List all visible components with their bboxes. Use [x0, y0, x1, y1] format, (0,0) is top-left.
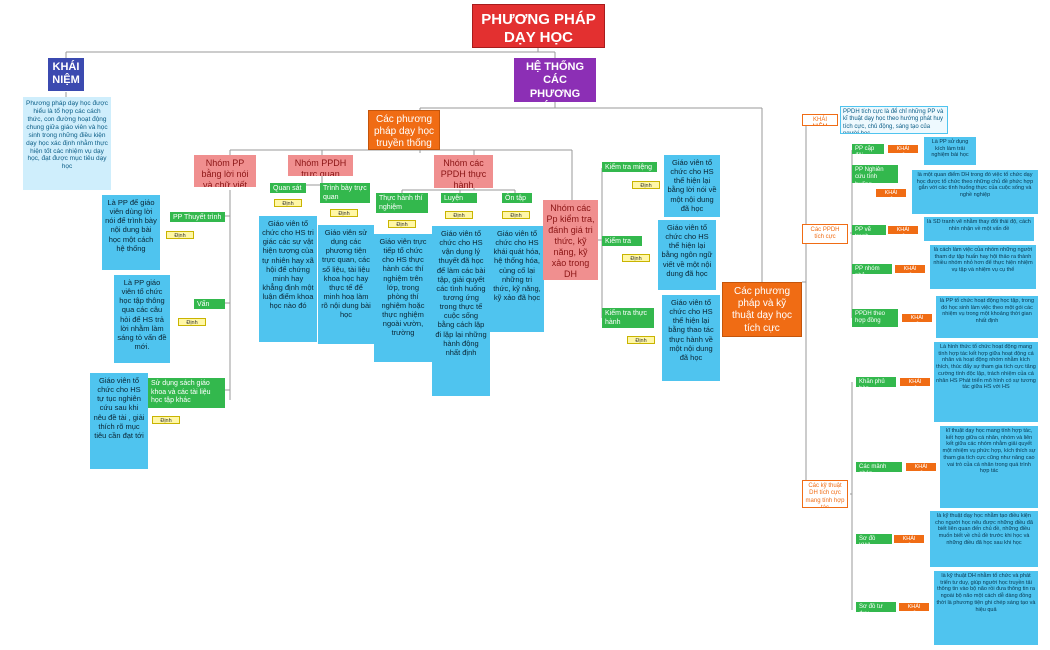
kiem-tra-mieng-text: Giáo viên tổ chức cho HS thể hiện lại bằ… [664, 155, 720, 217]
dinh-nghia-tag: Định nghĩa [445, 211, 473, 219]
khai-niem-text: Phương pháp dạy học được hiểu là tổ hợp … [23, 97, 111, 190]
dinh-nghia-tag: Định nghĩa [502, 211, 530, 219]
luyen-tap-label: Luyện tập [441, 193, 477, 203]
kiem-tra-mieng-label: Kiểm tra miệng [602, 162, 657, 172]
manh-ghep-label: Các mảnh ghép [856, 462, 902, 472]
luyen-tap-text: Giáo viên tổ chức cho HS vận dụng lý thu… [432, 226, 490, 396]
kwl-label: Sơ đồ KWL [856, 534, 892, 544]
khai-niem-tag: KHÁI NIỆM [888, 145, 918, 153]
khai-niem-title: KHÁI NIỆM [48, 58, 84, 91]
kwl-text: là kỹ thuật dạy học nhằm tạo điều kiện c… [930, 511, 1038, 567]
he-thong-title: HỆ THỐNG CÁC PHƯƠNG PHÁP DẠY HỌC [514, 58, 596, 102]
khai-niem-tag: KHÁI NIỆM [888, 226, 918, 234]
kiem-tra-viet-label: Kiểm tra viết [602, 236, 642, 246]
ky-thuat-title: Các kỹ thuật DH tích cực mang tính hợp t… [802, 480, 848, 508]
khai-niem-tag: KHÁI NIỆM [895, 265, 925, 273]
dinh-nghia-tag: Định nghĩa [622, 254, 650, 262]
tich-cuc-title: Các phương pháp và kỹ thuật dạy học tích… [722, 282, 802, 337]
group-kiem-tra-title: Nhóm các Pp kiểm tra, đánh giá tri thức,… [543, 200, 598, 280]
dinh-nghia-tag: Định nghĩa [627, 336, 655, 344]
thi-nghiem-label: Thực hành thí nghiệm [376, 193, 428, 213]
dinh-nghia-tag: Định nghĩa [632, 181, 660, 189]
truyen-thong-title: Các phương pháp dạy học truyền thống [368, 110, 440, 150]
ppdh-tich-cuc-title: Các PPDH tích cực [802, 224, 848, 244]
hop-dong-label: PPDH theo hợp đồng [852, 309, 898, 327]
root-title: PHƯƠNG PHÁP DẠY HỌC [472, 4, 605, 48]
khai-niem-tag: KHÁI NIỆM [899, 603, 929, 611]
tu-duy-label: Sơ đồ tư duy [856, 602, 896, 612]
khai-niem-tag: KHÁI NIỆM [876, 189, 906, 197]
thi-nghiem-text: Giáo viên trực tiếp tổ chức cho HS thực … [374, 234, 432, 362]
cap-doi-label: PP cặp đôi [852, 144, 884, 154]
ve-tranh-text: là SD tranh vẽ nhằm thay đổi thái độ, cá… [924, 217, 1034, 241]
group-thuc-hanh-title: Nhóm các PPDH thực hành [434, 155, 493, 188]
khai-niem-tag: KHÁI NIỆM [894, 535, 924, 543]
group-loi-noi-title: Nhóm PP bằng lời nói và chữ viết [194, 155, 256, 187]
trinh-bay-truc-quan-label: Trình bày trực quan [320, 183, 370, 203]
ve-tranh-label: PP vẽ tranh [852, 225, 886, 235]
quan-sat-label: Quan sát [270, 183, 306, 193]
on-tap-text: Giáo viên tổ chức cho HS khái quát hóa, … [490, 226, 544, 332]
khai-niem-tag: KHÁI NIỆM [900, 378, 930, 386]
group-truc-quan-title: Nhóm PPDH trực quan [288, 155, 353, 176]
thuyet-trinh-label: PP Thuyết trình [170, 212, 225, 222]
dinh-nghia-tag: Định nghĩa [166, 231, 194, 239]
nghien-cuu-label: PP Nghiên cứu tình huống [852, 165, 898, 183]
sach-giao-khoa-label: Sử dụng sách giáo khoa và các tài liệu h… [148, 378, 225, 408]
kiem-tra-thuc-hanh-text: Giáo viên tổ chức cho HS thể hiện lại bằ… [662, 295, 720, 381]
nhom-nho-text: là cách làm việc của nhóm những người th… [930, 245, 1036, 289]
thuyet-trinh-text: Là PP để giáo viên dùng lời nói để trình… [102, 195, 160, 270]
kiem-tra-thuc-hanh-label: Kiểm tra thực hành [602, 308, 654, 328]
dinh-nghia-tag: Định nghĩa [274, 199, 302, 207]
tich-cuc-khai-niem-text: PPDH tích cực là để chỉ những PP và kĩ t… [840, 106, 948, 134]
tu-duy-text: là kỹ thuật DH nhằm tổ chức và phát triể… [934, 571, 1038, 645]
cap-doi-text: Là PP sử dụng kích làm trải nghiệm bài h… [924, 137, 976, 165]
dinh-nghia-tag: Định nghĩa [152, 416, 180, 424]
nghien-cuu-text: là một quan điểm DH trong đó việc tổ chứ… [912, 170, 1038, 214]
dinh-nghia-tag: Định nghĩa [388, 220, 416, 228]
nhom-nho-label: PP nhóm nhỏ [852, 264, 892, 274]
manh-ghep-text: kĩ thuật dạy học mang tính hợp tác, kết … [940, 426, 1038, 508]
dinh-nghia-tag: Định nghĩa [178, 318, 206, 326]
on-tap-label: Ôn tập [502, 193, 532, 203]
khan-phu-ban-text: Là hình thức tổ chức hoạt động mang tính… [934, 342, 1038, 422]
hop-dong-text: là PP tổ chức hoạt động học tập, trong đ… [936, 296, 1038, 338]
kiem-tra-viet-text: Giáo viên tổ chức cho HS thể hiện lại bằ… [658, 220, 716, 290]
quan-sat-text: Giáo viên tổ chức cho HS tri giác các sự… [259, 216, 317, 342]
khai-niem-tag: KHÁI NIỆM [906, 463, 936, 471]
dinh-nghia-tag: Định nghĩa [330, 209, 358, 217]
khai-niem-tag: KHÁI NIỆM [802, 114, 838, 126]
van-dap-label: Vấn đáp [194, 299, 225, 309]
khan-phu-ban-label: Khăn phủ bàn [856, 377, 896, 387]
van-dap-text: Là PP giáo viên tổ chức học tập thông qu… [114, 275, 170, 363]
trinh-bay-truc-quan-text: Giáo viên sử dụng các phương tiện trực q… [318, 225, 374, 344]
khai-niem-tag: KHÁI NIỆM [902, 314, 932, 322]
sach-giao-khoa-text: Giáo viên tổ chức cho HS tự tục nghiên c… [90, 373, 148, 469]
